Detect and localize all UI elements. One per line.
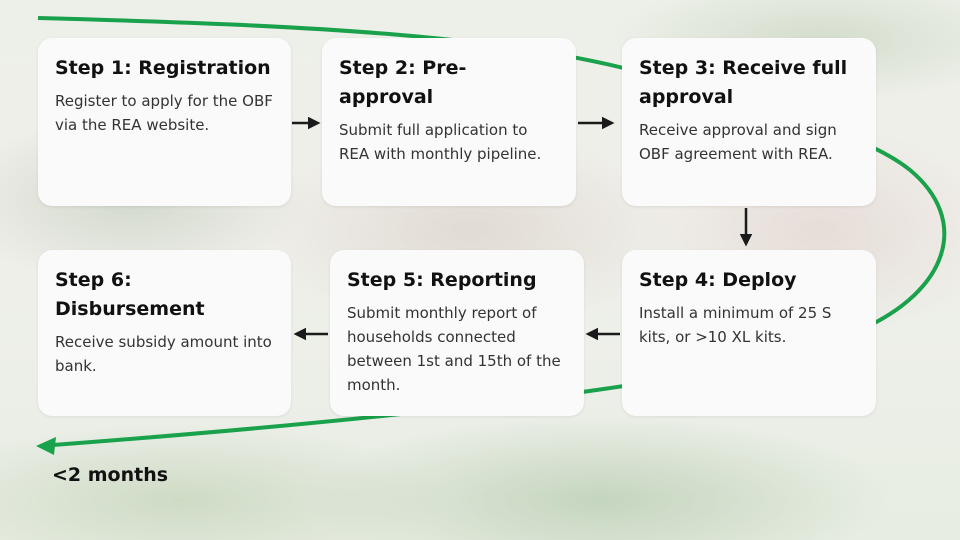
step-description: Install a minimum of 25 S kits, or >10 X… — [639, 304, 832, 346]
step-title: Step 5: Reporting — [347, 269, 537, 291]
step-title: Step 2: Pre-approval — [339, 57, 467, 108]
step-card-3: Step 3: Receive full approval Receive ap… — [622, 38, 876, 206]
step-description: Submit full application to REA with mont… — [339, 121, 542, 163]
timeline-label: <2 months — [52, 464, 169, 486]
timeline-arrowhead — [36, 437, 56, 455]
step-description: Register to apply for the OBF via the RE… — [55, 92, 273, 134]
step-description: Submit monthly report of households conn… — [347, 304, 561, 394]
step-card-5: Step 5: Reporting Submit monthly report … — [330, 250, 584, 416]
step-title: Step 3: Receive full approval — [639, 57, 848, 108]
step-description: Receive subsidy amount into bank. — [55, 333, 272, 375]
step-card-1: Step 1: Registration Register to apply f… — [38, 38, 291, 206]
step-card-6: Step 6: Disbursement Receive subsidy amo… — [38, 250, 291, 416]
step-card-4: Step 4: Deploy Install a minimum of 25 S… — [622, 250, 876, 416]
step-title: Step 6: Disbursement — [55, 269, 205, 320]
step-title: Step 4: Deploy — [639, 269, 797, 291]
step-description: Receive approval and sign OBF agreement … — [639, 121, 837, 163]
step-card-2: Step 2: Pre-approval Submit full applica… — [322, 38, 576, 206]
step-title: Step 1: Registration — [55, 57, 271, 79]
